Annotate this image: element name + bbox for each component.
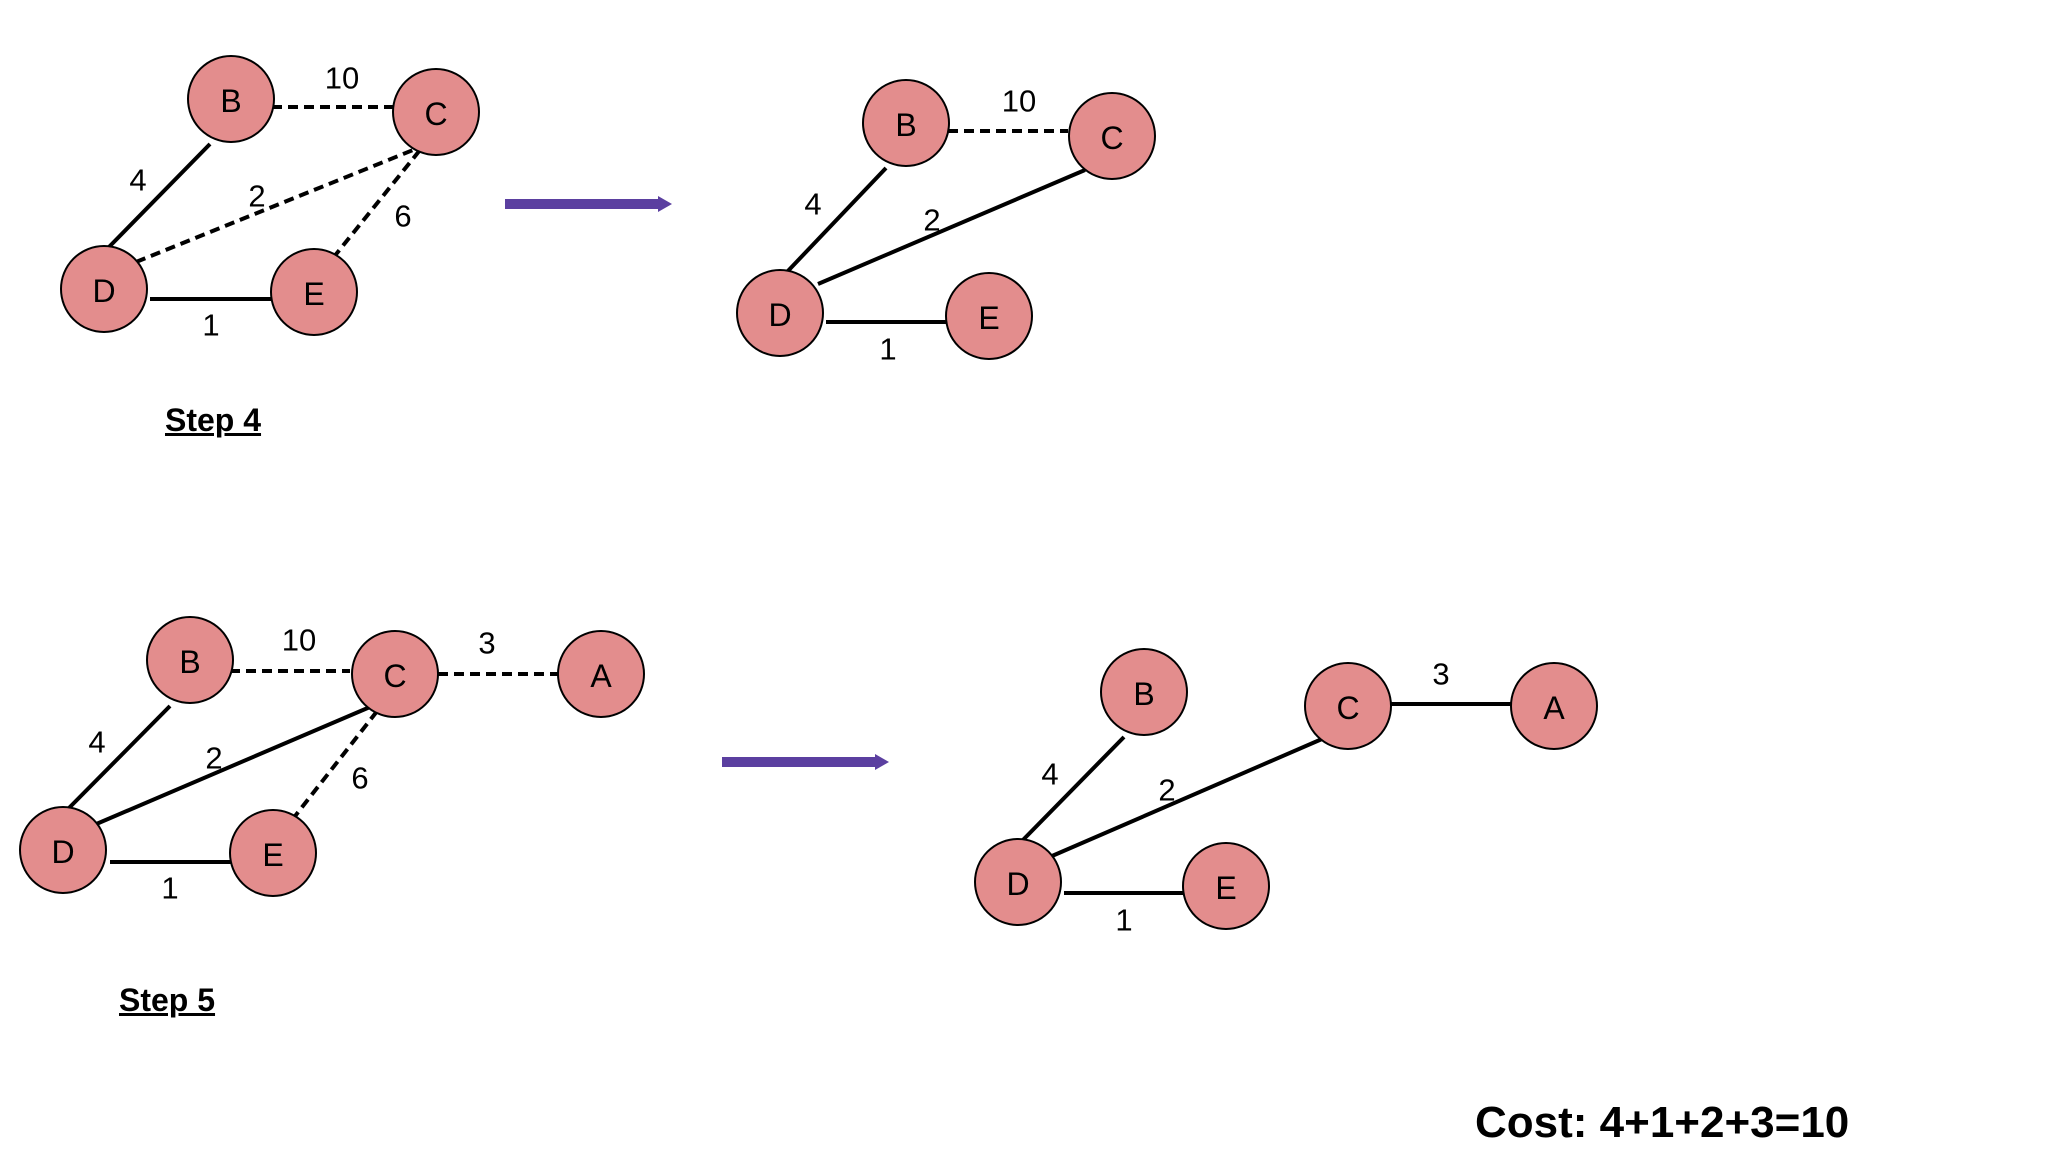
cost-summary: Cost: 4+1+2+3=10 bbox=[1475, 1098, 1850, 1147]
step4-after-node-b: B bbox=[862, 79, 950, 167]
nodes-layer: B C D E B C D E B C A D E B C A D E bbox=[19, 55, 1598, 930]
node-circle bbox=[557, 630, 645, 718]
node-label: B bbox=[895, 107, 916, 143]
step4-after-weight-b-c: 10 bbox=[1002, 84, 1036, 119]
step5-after-node-b: B bbox=[1100, 648, 1188, 736]
node-label: C bbox=[424, 96, 447, 132]
node-label: B bbox=[179, 644, 200, 680]
step5-before-node-a: A bbox=[557, 630, 645, 718]
step4-before-weight-d-e: 1 bbox=[202, 308, 219, 343]
node-label: B bbox=[220, 83, 241, 119]
edges-layer bbox=[65, 105, 1511, 895]
step4-after-weight-d-c: 2 bbox=[923, 203, 940, 238]
step5-after-node-c: C bbox=[1304, 662, 1392, 750]
node-circle bbox=[392, 68, 480, 156]
step4-before-weight-d-c: 2 bbox=[248, 179, 265, 214]
step5-before-edge-e-c bbox=[290, 708, 380, 822]
node-label: E bbox=[303, 276, 324, 312]
step5-before-node-d: D bbox=[19, 806, 107, 894]
node-circle bbox=[146, 616, 234, 704]
step4-before-node-c: C bbox=[392, 68, 480, 156]
step5-after-node-e: E bbox=[1182, 842, 1270, 930]
node-circle bbox=[736, 269, 824, 357]
step5-before-node-b: B bbox=[146, 616, 234, 704]
step5-after-edge-b-d bbox=[1018, 735, 1126, 845]
step5-before-edge-d-c bbox=[93, 705, 371, 827]
step4-before-weight-b-c: 10 bbox=[325, 61, 359, 96]
node-label: C bbox=[383, 658, 406, 694]
step5-after-node-d: D bbox=[974, 838, 1062, 926]
node-circle bbox=[945, 272, 1033, 360]
step4-before-edge-b-d bbox=[106, 142, 212, 250]
node-circle bbox=[1304, 662, 1392, 750]
step5-before-weight-d-e: 1 bbox=[161, 871, 178, 906]
node-circle bbox=[229, 809, 317, 897]
node-circle bbox=[1182, 842, 1270, 930]
weights-layer: 10 4 2 6 1 10 4 2 1 10 3 4 2 6 1 3 4 2 1 bbox=[88, 61, 1449, 938]
transition-arrow-step5 bbox=[722, 754, 889, 770]
step4-before-edge-d-c bbox=[135, 146, 419, 264]
step5-before-edge-b-d bbox=[65, 704, 172, 812]
step4-after-weight-b-d: 4 bbox=[804, 187, 821, 222]
node-label: D bbox=[1006, 866, 1029, 902]
node-label: C bbox=[1100, 120, 1123, 156]
node-circle bbox=[270, 248, 358, 336]
node-label: E bbox=[978, 300, 999, 336]
step4-before-node-d: D bbox=[60, 245, 148, 333]
step5-after-weight-b-d: 4 bbox=[1041, 757, 1058, 792]
step5-before-weight-c-a: 3 bbox=[478, 626, 495, 661]
node-circle bbox=[974, 838, 1062, 926]
transition-arrow-step4 bbox=[505, 196, 672, 212]
node-circle bbox=[60, 245, 148, 333]
node-label: D bbox=[92, 273, 115, 309]
node-label: D bbox=[51, 834, 74, 870]
node-circle bbox=[19, 806, 107, 894]
node-label: A bbox=[590, 658, 612, 694]
node-label: E bbox=[262, 837, 283, 873]
step4-before-weight-e-c: 6 bbox=[394, 199, 411, 234]
step5-after-weight-d-c: 2 bbox=[1158, 773, 1175, 808]
step5-before-weight-b-d: 4 bbox=[88, 725, 105, 760]
step5-before-node-c: C bbox=[351, 630, 439, 718]
step4-after-node-d: D bbox=[736, 269, 824, 357]
node-circle bbox=[1510, 662, 1598, 750]
node-label: A bbox=[1543, 690, 1565, 726]
step5-after-weight-d-e: 1 bbox=[1115, 903, 1132, 938]
step5-after-edge-d-c bbox=[1051, 737, 1323, 858]
step4-after-node-c: C bbox=[1068, 92, 1156, 180]
node-circle bbox=[862, 79, 950, 167]
node-label: D bbox=[768, 297, 791, 333]
step4-before-edge-e-c bbox=[331, 148, 422, 260]
step5-before-weight-e-c: 6 bbox=[351, 761, 368, 796]
node-label: C bbox=[1336, 690, 1359, 726]
step4-after-node-e: E bbox=[945, 272, 1033, 360]
step4-before-node-b: B bbox=[187, 55, 275, 143]
node-label: E bbox=[1215, 870, 1236, 906]
node-circle bbox=[1068, 92, 1156, 180]
step4-after-edge-b-d bbox=[784, 166, 888, 275]
node-circle bbox=[351, 630, 439, 718]
node-label: B bbox=[1133, 676, 1154, 712]
step4-after-edge-d-c bbox=[817, 168, 1086, 286]
step5-after-node-a: A bbox=[1510, 662, 1598, 750]
step5-after-weight-c-a: 3 bbox=[1432, 657, 1449, 692]
node-circle bbox=[1100, 648, 1188, 736]
step4-caption: Step 4 bbox=[165, 402, 262, 438]
node-circle bbox=[187, 55, 275, 143]
step5-caption: Step 5 bbox=[119, 982, 216, 1018]
step5-before-weight-b-c: 10 bbox=[282, 623, 316, 658]
step4-before-node-e: E bbox=[270, 248, 358, 336]
step5-before-node-e: E bbox=[229, 809, 317, 897]
step4-before-weight-b-d: 4 bbox=[129, 163, 146, 198]
step4-after-weight-d-e: 1 bbox=[879, 332, 896, 367]
step5-before-weight-d-c: 2 bbox=[205, 741, 222, 776]
